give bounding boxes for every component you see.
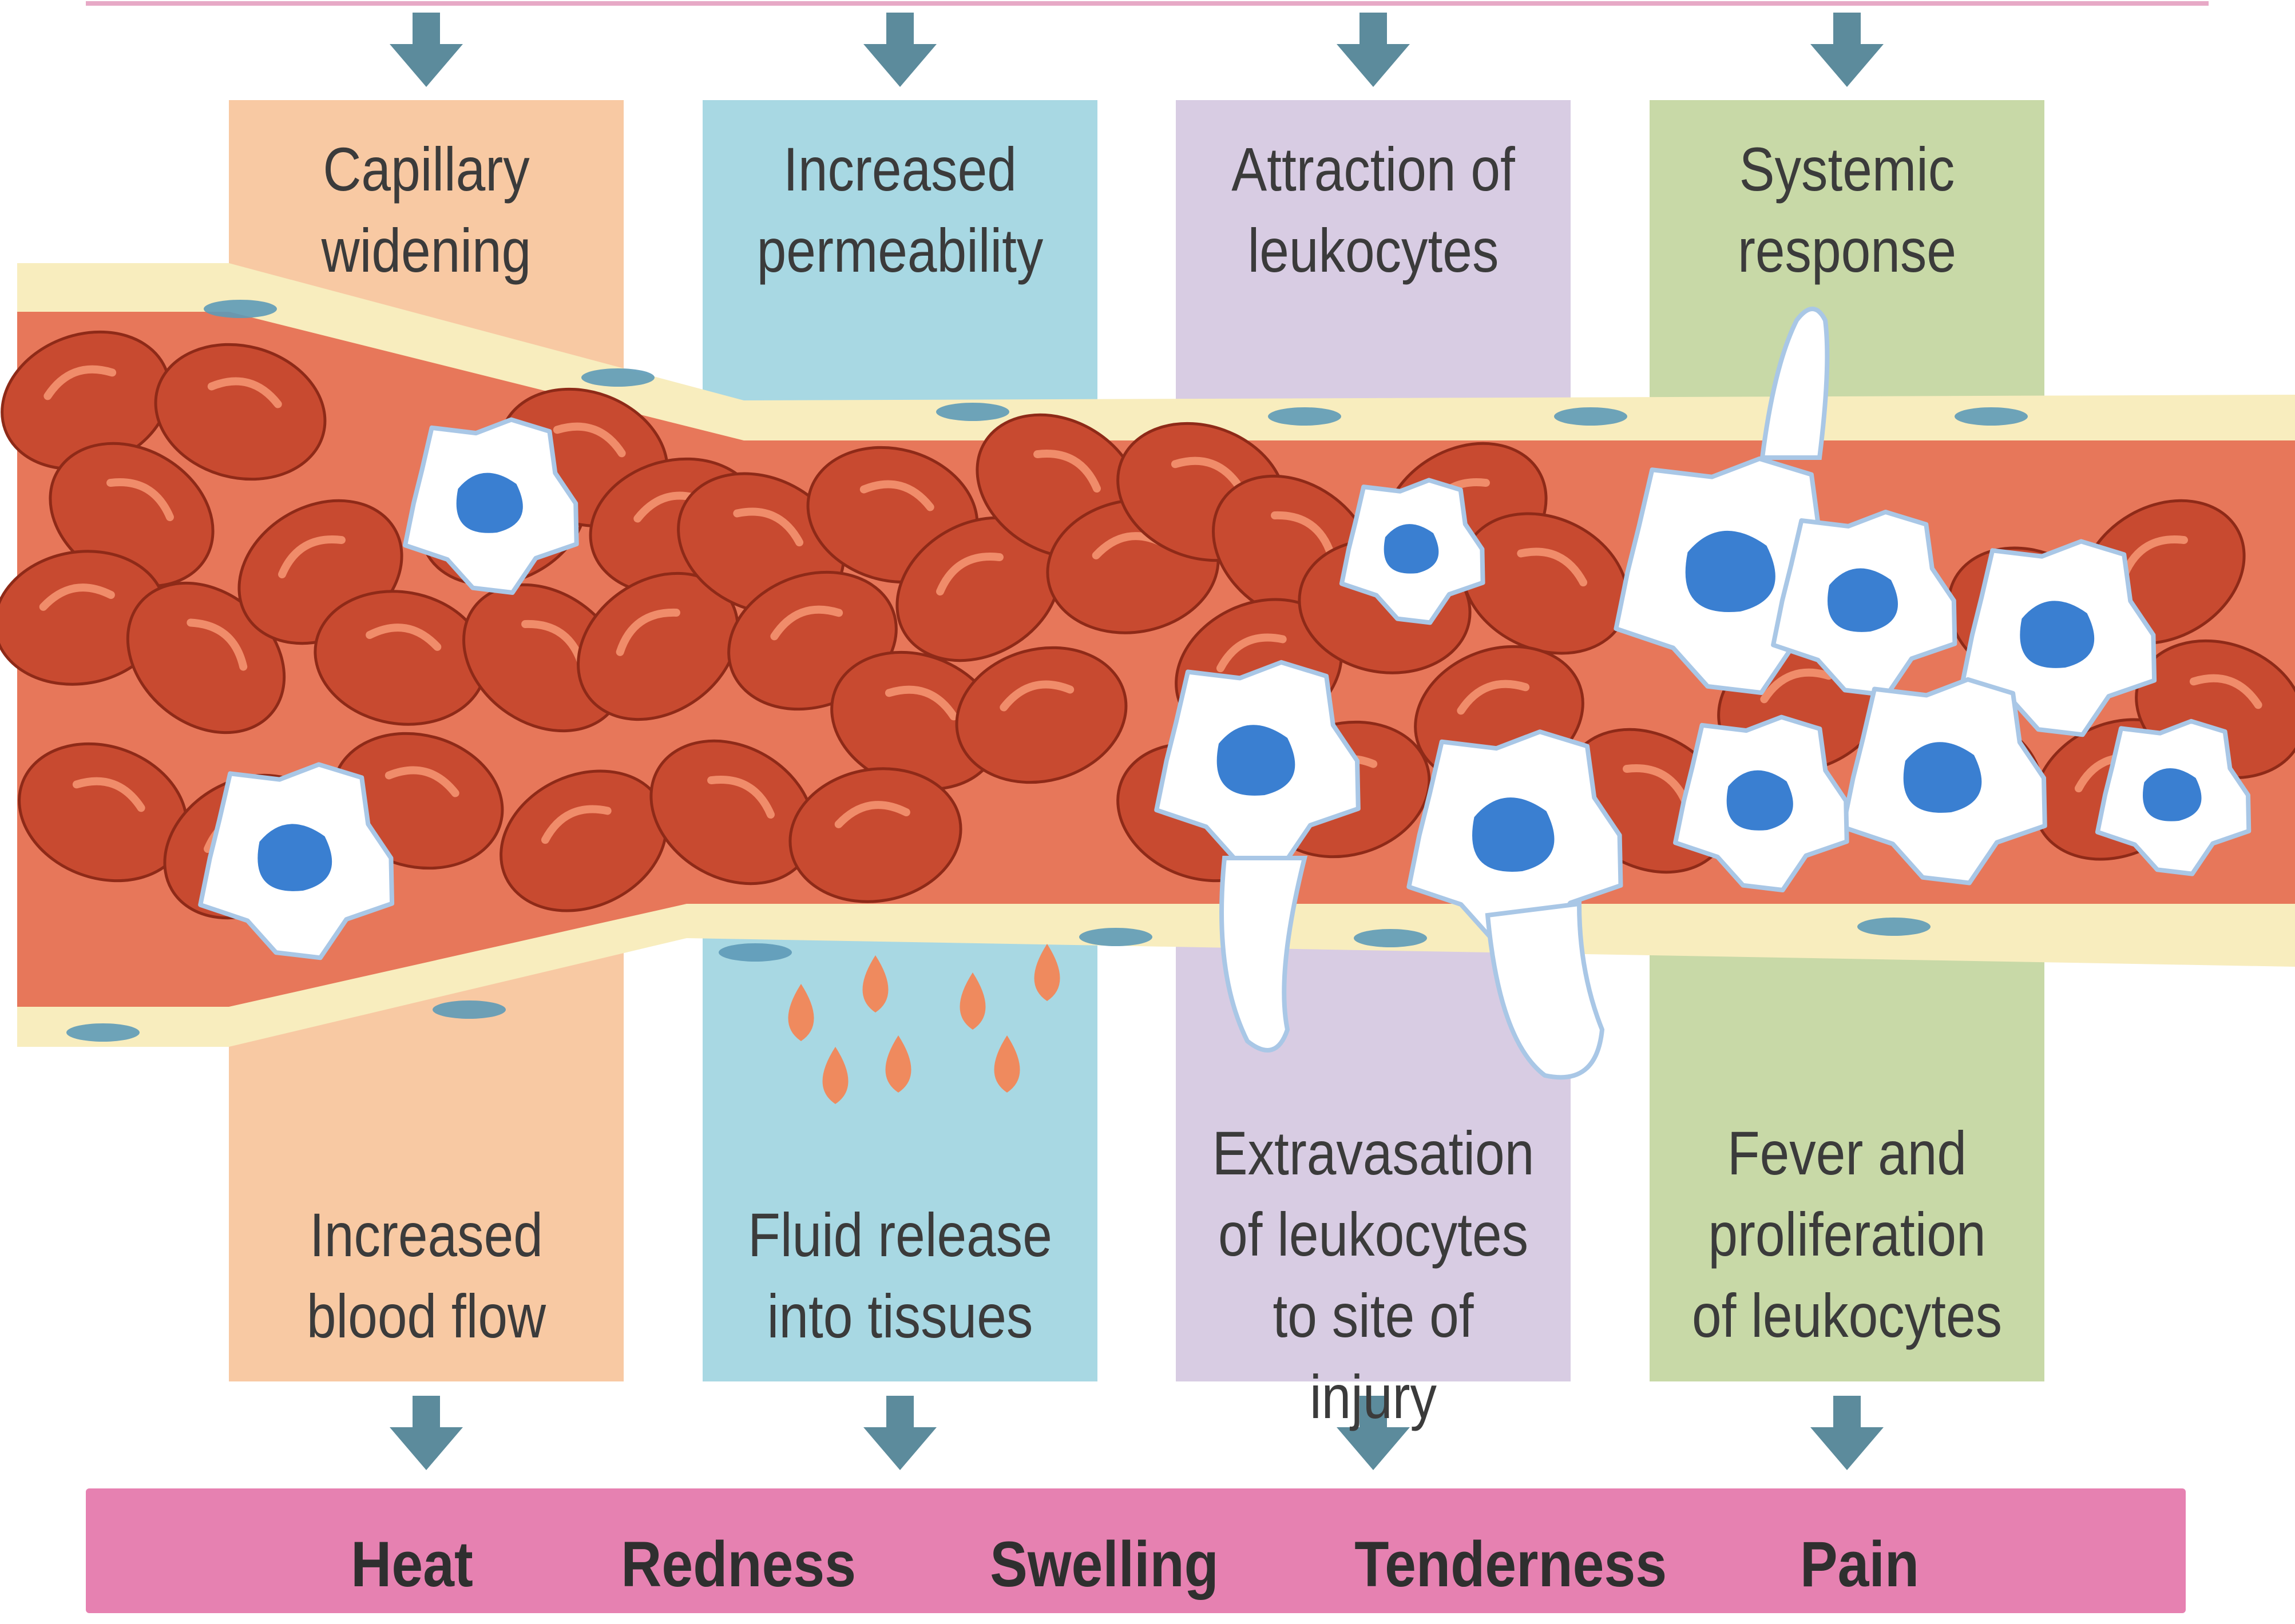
stage-2-title-line-2: permeability [730, 210, 1069, 291]
stage-4-result-line-3: of leukocytes [1677, 1275, 2016, 1356]
stage-1-result-line-2: blood flow [256, 1276, 596, 1357]
endothelial-nucleus [581, 368, 655, 387]
symptom-tenderness: Tenderness [1354, 1522, 1667, 1607]
endothelial-nucleus [1955, 407, 2028, 426]
stage-1-result: Increased blood flow [256, 1194, 596, 1357]
endothelial-nucleus [936, 403, 1009, 421]
stage-3-title-line-1: Attraction of [1203, 129, 1543, 210]
endothelial-nucleus [719, 943, 792, 962]
stage-1-title-line-2: widening [256, 210, 596, 291]
leukocyte-nucleus [457, 473, 523, 533]
leukocyte-nucleus [1828, 569, 1898, 632]
down-arrow-icon [390, 1396, 463, 1470]
stage-2-result-line-1: Fluid release [730, 1194, 1069, 1276]
leukocyte-nucleus [2020, 601, 2094, 668]
stage-4-result: Fever and proliferation of leukocytes [1677, 1113, 2016, 1356]
stage-1-title-line-1: Capillary [256, 129, 596, 210]
symptom-redness: Redness [621, 1522, 833, 1607]
down-arrow-icon [390, 13, 463, 87]
stage-4-title-line-1: Systemic [1677, 129, 2016, 210]
leukocyte-nucleus [1727, 771, 1793, 831]
endothelial-nucleus [1857, 918, 1931, 936]
stage-4-result-line-2: proliferation [1677, 1194, 2016, 1275]
endothelial-nucleus [204, 300, 277, 318]
down-arrow-icon [863, 1396, 937, 1470]
down-arrow-icon [1337, 13, 1410, 87]
endothelial-nucleus [433, 1000, 506, 1019]
endothelial-nucleus [1079, 928, 1152, 946]
leukocyte-nucleus [2143, 768, 2202, 821]
leukocyte-nucleus [1904, 742, 1982, 813]
leukocyte-nucleus [1217, 725, 1295, 796]
down-arrow-icon [1810, 1396, 1884, 1470]
endothelial-nucleus [1554, 407, 1627, 426]
leukocyte-nucleus [1384, 524, 1439, 574]
stage-1-result-line-1: Increased [256, 1194, 596, 1276]
leukocyte-nucleus [1686, 531, 1775, 612]
stage-2-title: Increased permeability [730, 129, 1069, 291]
leukocyte-nucleus [257, 824, 332, 891]
stage-2-result-line-2: into tissues [730, 1276, 1069, 1357]
down-arrow-icon [863, 13, 937, 87]
endothelial-nucleus [1268, 407, 1341, 426]
leukocyte-nucleus [1472, 797, 1555, 872]
stage-3-title-line-2: leukocytes [1203, 210, 1543, 291]
stage-2-result: Fluid release into tissues [730, 1194, 1069, 1357]
symptom-heat: Heat [311, 1522, 513, 1607]
stage-4-title: Systemic response [1677, 129, 2016, 291]
stage-1-title: Capillary widening [256, 129, 596, 291]
symptom-pain: Pain [1764, 1522, 1955, 1607]
stage-2-title-line-1: Increased [730, 129, 1069, 210]
stage-3-title: Attraction of leukocytes [1203, 129, 1543, 291]
symptom-swelling: Swelling [989, 1522, 1220, 1607]
stage-3-result-line-2: of leukocytes [1203, 1194, 1543, 1275]
stage-3-result: Extravasation of leukocytes to site of i… [1203, 1113, 1543, 1438]
stage-4-result-line-1: Fever and [1677, 1113, 2016, 1194]
stage-4-title-line-2: response [1677, 210, 2016, 291]
endothelial-nucleus [66, 1023, 140, 1042]
stage-3-result-line-1: Extravasation [1203, 1113, 1543, 1194]
down-arrow-icon [1810, 13, 1884, 87]
stage-3-result-line-3: to site of injury [1203, 1275, 1543, 1438]
endothelial-nucleus [1354, 929, 1427, 947]
